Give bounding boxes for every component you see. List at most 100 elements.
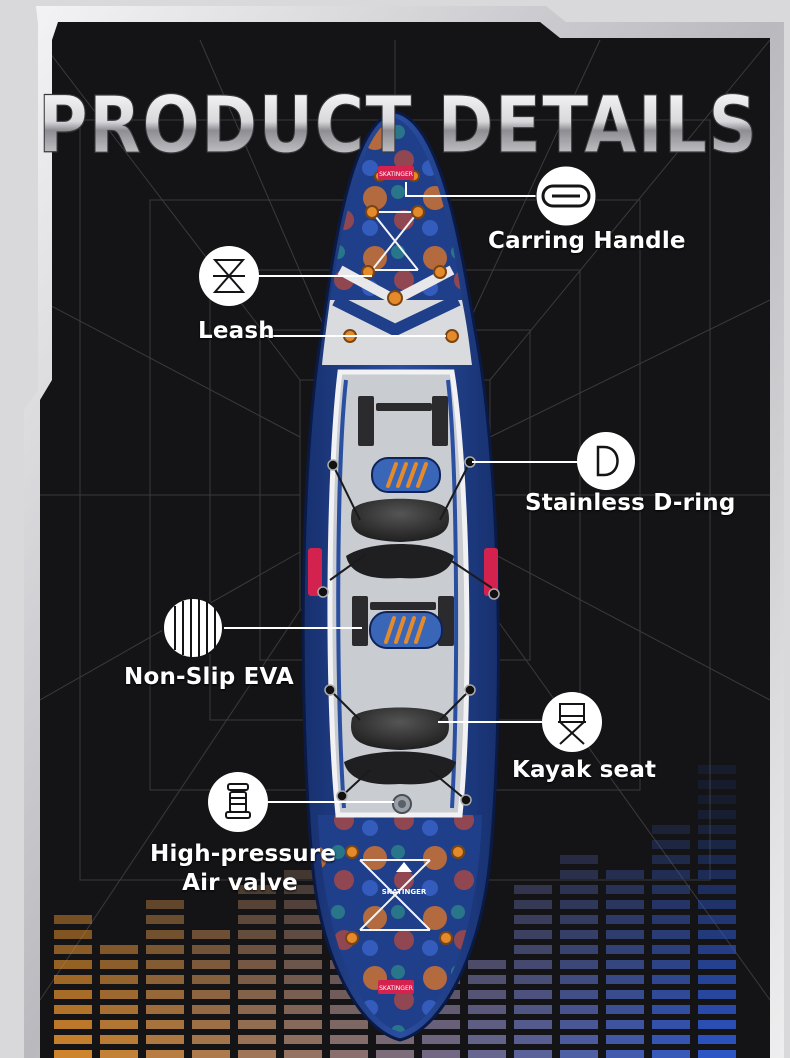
eq-segment [330,1020,368,1029]
eq-segment [238,1050,276,1058]
eq-segment [468,1035,506,1044]
eq-segment [698,840,736,849]
eq-segment [560,930,598,939]
stripes-icon [162,597,224,659]
brand-logo-text: SKATINGER [382,888,427,896]
eva-pad-rear [369,611,443,649]
kayak-seat-rear [344,707,456,785]
eq-segment [514,945,552,954]
eq-segment [698,810,736,819]
eq-segment [606,930,644,939]
eq-segment [698,960,736,969]
eq-segment [284,930,322,939]
eq-segment [560,990,598,999]
eq-segment [192,1020,230,1029]
eq-segment [54,915,92,924]
eq-segment [652,1020,690,1029]
eq-segment [698,870,736,879]
eq-segment [560,1050,598,1058]
eq-segment [468,990,506,999]
eq-segment [652,915,690,924]
d-ring-icon [577,432,635,490]
eq-segment [284,900,322,909]
eq-segment [652,855,690,864]
eq-segment [560,855,598,864]
eq-segment [100,1005,138,1014]
eq-segment [146,1035,184,1044]
eq-segment [514,960,552,969]
eq-segment [468,975,506,984]
eq-segment [284,945,322,954]
eq-segment [698,1020,736,1029]
eq-segment [192,1035,230,1044]
eq-segment [698,795,736,804]
eq-segment [238,1005,276,1014]
eq-segment [560,1035,598,1044]
eq-segment [330,1035,368,1044]
eq-segment [238,915,276,924]
eq-segment [284,915,322,924]
eq-segment [422,1050,460,1058]
air-valve-label-line1: High-pressure [150,841,337,867]
eq-segment [192,990,230,999]
page-title-text: PRODUCT DETAILS [38,81,758,170]
eq-segment [698,915,736,924]
non-slip-eva-label: Non-Slip EVA [124,664,294,690]
eq-segment [146,1020,184,1029]
eq-segment [284,885,322,894]
eq-segment [422,1020,460,1029]
eq-segment [422,1035,460,1044]
eq-segment [698,765,736,774]
kayak-seat-front [346,498,454,579]
eq-segment [146,1005,184,1014]
callout-lines [222,182,578,803]
eq-segment [146,960,184,969]
eq-segment [284,960,322,969]
leash-label: Leash [198,318,275,344]
eq-segment [192,960,230,969]
eq-segment [698,1050,736,1058]
eq-segment [192,930,230,939]
eq-segment [514,990,552,999]
eq-segment [54,1020,92,1029]
eq-segment [560,1005,598,1014]
eq-segment [100,945,138,954]
eq-segment [698,930,736,939]
eq-segment [330,1005,368,1014]
eq-segment [238,990,276,999]
eq-segment [560,975,598,984]
leash-icon [199,246,259,306]
folding-chair-icon [542,692,602,752]
eq-segment [698,900,736,909]
eq-segment [560,870,598,879]
eq-segment [698,1005,736,1014]
eq-segment [54,945,92,954]
eq-segment [514,1035,552,1044]
eq-segment [192,975,230,984]
eq-segment [652,945,690,954]
eq-segment [284,1020,322,1029]
eq-segment [606,885,644,894]
eq-segment [238,975,276,984]
eq-segment [330,1050,368,1058]
eq-segment [698,885,736,894]
eq-segment [652,960,690,969]
eq-segment [238,1020,276,1029]
eq-segment [100,1020,138,1029]
handle-icon [535,165,597,227]
brand-tag-stern: SKATINGER [379,985,413,992]
d-ring-label: Stainless D-ring [525,490,736,516]
eq-segment [560,1020,598,1029]
eq-segment [652,1035,690,1044]
eq-segment [606,915,644,924]
eq-segment [146,915,184,924]
valve-icon [208,772,268,832]
eq-segment [514,1020,552,1029]
eq-segment [606,990,644,999]
carrying-handle-label: Carring Handle [488,228,686,254]
eq-segment [652,990,690,999]
eq-segment [100,990,138,999]
kayak-seat-label: Kayak seat [512,757,657,783]
eq-segment [698,1035,736,1044]
